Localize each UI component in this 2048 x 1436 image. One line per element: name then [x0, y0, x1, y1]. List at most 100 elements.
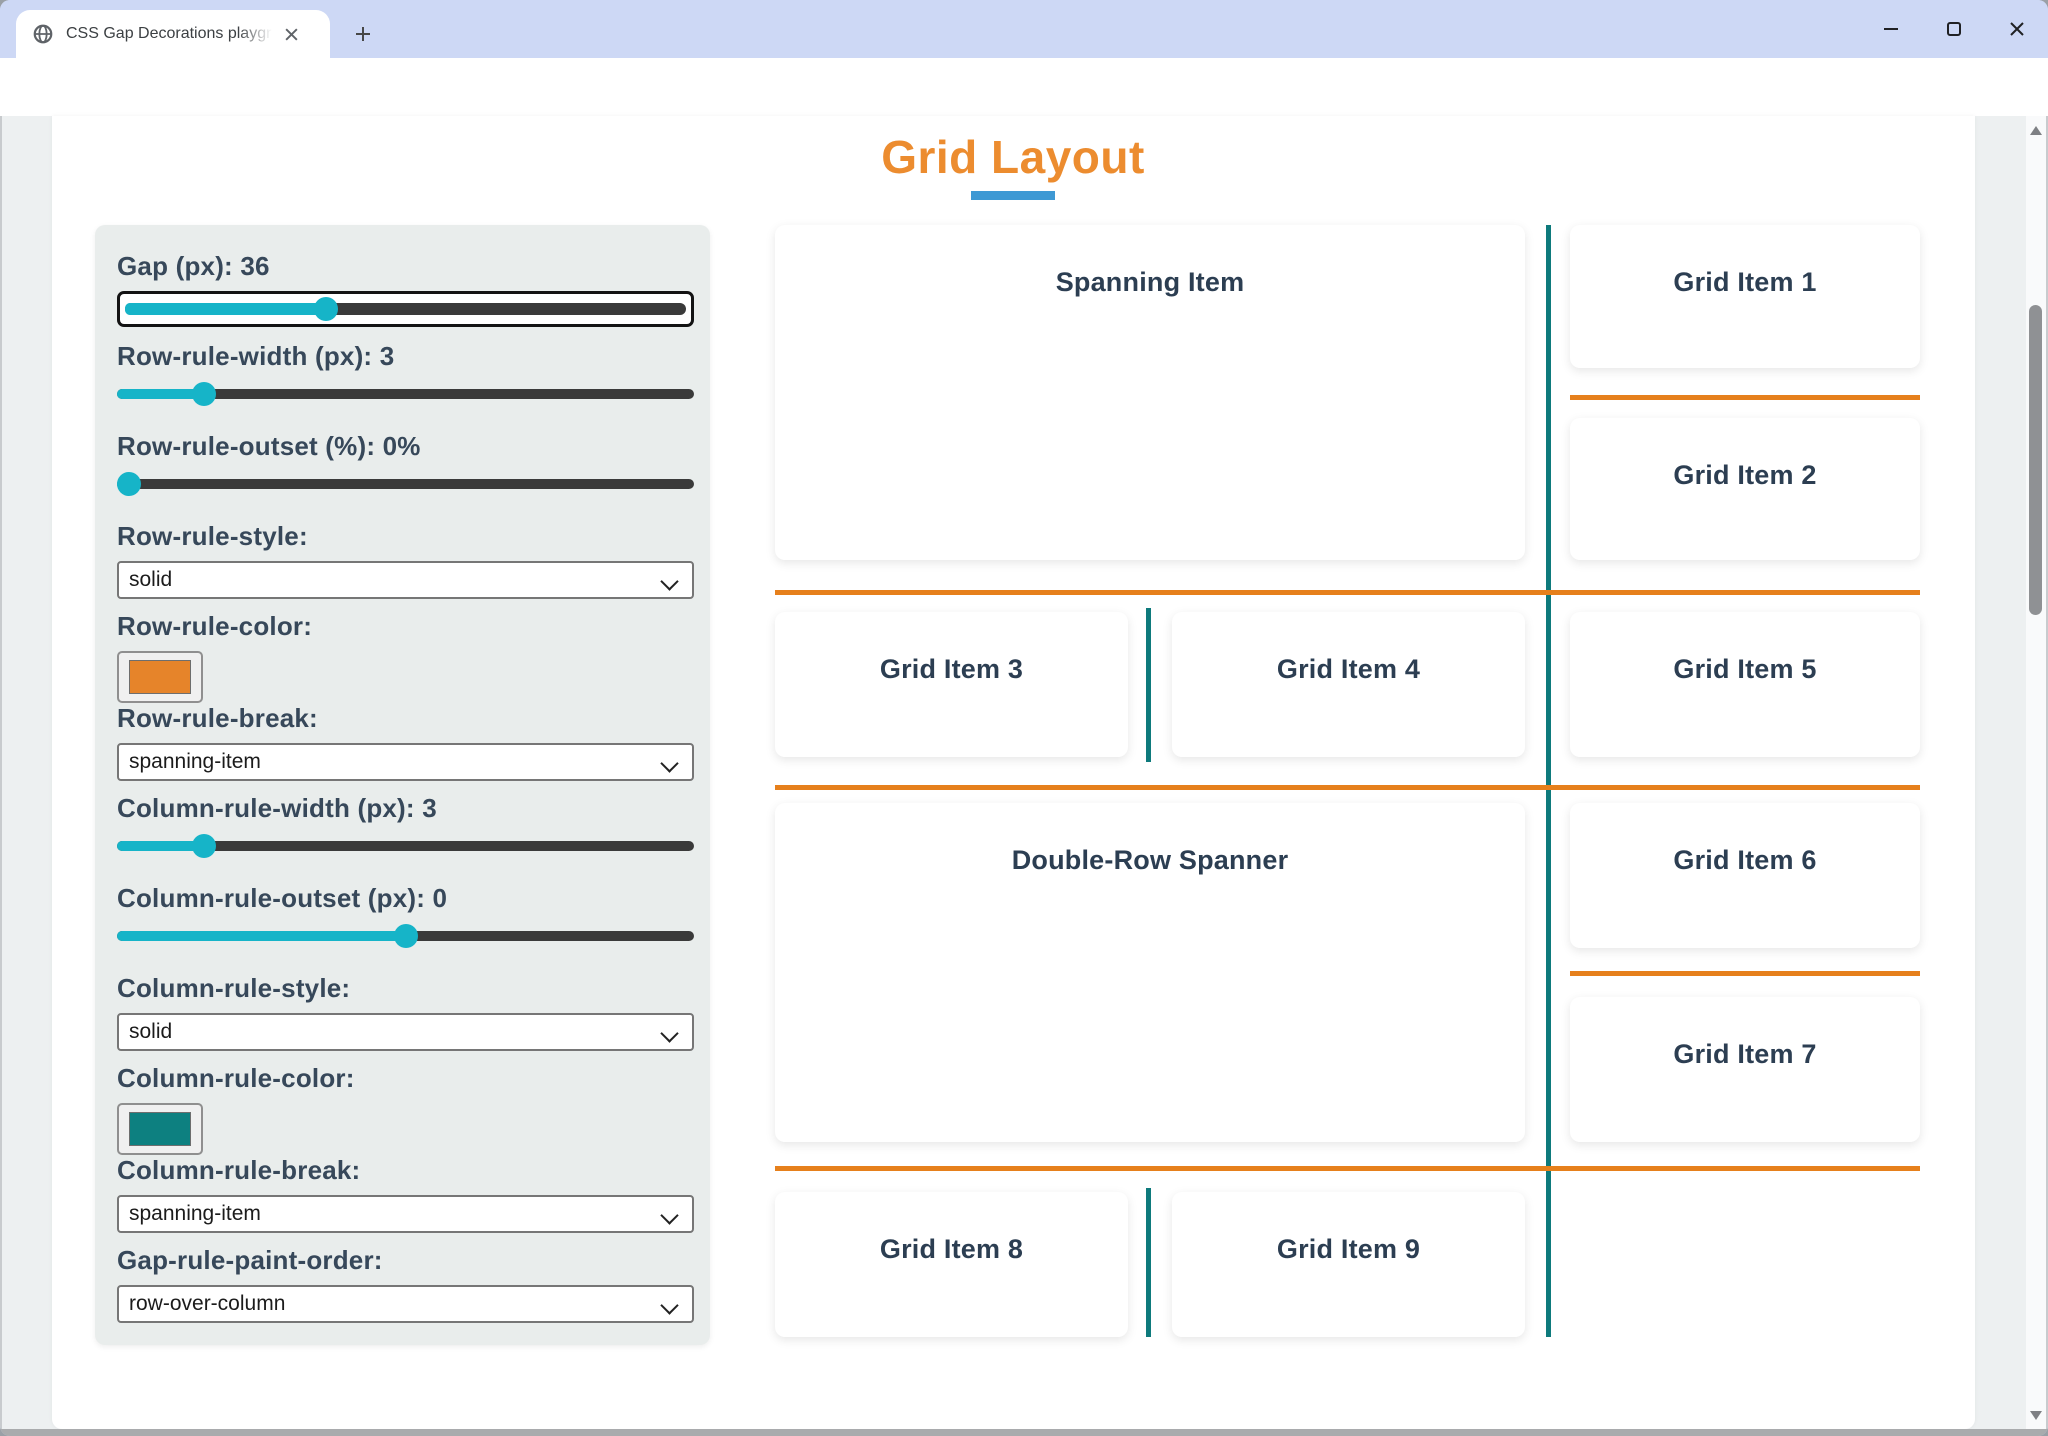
slider-track[interactable]: [117, 479, 694, 489]
tab-close-icon[interactable]: [278, 21, 304, 47]
scrollbar-up-arrow-icon[interactable]: [2030, 126, 2042, 135]
column-rule: [1146, 608, 1151, 762]
row-rule-width-slider[interactable]: [117, 381, 694, 407]
window-frame-left: [0, 116, 2, 1429]
grid-item-8-label: Grid Item 8: [879, 1234, 1024, 1264]
window-frame-right: [2046, 116, 2048, 1429]
grid-item-4-label: Grid Item 4: [1276, 654, 1421, 684]
slider-thumb[interactable]: [191, 834, 216, 858]
color-swatch: [129, 660, 191, 694]
slider-track[interactable]: [117, 389, 694, 399]
page-title: Grid Layout: [881, 131, 1145, 183]
column-rule-outset-label: Column-rule-outset (px): 0: [117, 883, 448, 913]
control-gap-rule-paint-order: Gap-rule-paint-order: row-over-column: [117, 1245, 710, 1335]
grid-item-5: Grid Item 5: [1570, 612, 1920, 757]
column-rule-style-select[interactable]: solid: [117, 1013, 694, 1051]
control-column-rule-break: Column-rule-break:spanning-item: [117, 1155, 710, 1245]
chevron-down-icon: [660, 1024, 679, 1043]
row-rule: [1570, 971, 1920, 976]
grid-item-3-label: Grid Item 3: [879, 654, 1024, 684]
row-rule-break-label: Row-rule-break:: [117, 703, 318, 733]
selected-option: solid: [129, 568, 173, 591]
new-tab-button[interactable]: [344, 15, 382, 53]
grid-item-7: Grid Item 7: [1570, 997, 1920, 1142]
control-column-rule-outset: Column-rule-outset (px): 0: [117, 883, 710, 973]
control-row-rule-style: Row-rule-style: solid: [117, 521, 710, 611]
column-rule: [1546, 225, 1551, 1337]
tab-css-gap-decorations[interactable]: CSS Gap Decorations playgroun: [16, 10, 330, 58]
spanning-item: Spanning Item: [775, 225, 1525, 560]
control-gap: Gap (px): 36: [117, 251, 710, 341]
row-rule: [775, 1166, 1920, 1171]
slider-fill: [117, 931, 406, 941]
row-rule: [775, 785, 1920, 790]
slider-track[interactable]: [125, 303, 686, 315]
slider-thumb[interactable]: [313, 297, 338, 321]
column-rule-width-slider[interactable]: [117, 833, 694, 859]
selected-option: solid: [129, 1020, 173, 1043]
vertical-scrollbar[interactable]: [2026, 116, 2046, 1429]
column-rule: [1146, 1188, 1151, 1337]
window-minimize-button[interactable]: [1866, 12, 1916, 46]
control-column-rule-color: Column-rule-color:: [117, 1063, 710, 1155]
grid-item-1-label: Grid Item 1: [1673, 267, 1817, 297]
chevron-down-icon: [660, 1206, 679, 1225]
row-rule-outset-label: Row-rule-outset (%): 0%: [117, 431, 421, 461]
row-rule-width-label: Row-rule-width (px): 3: [117, 341, 395, 371]
title-underline: [971, 191, 1055, 200]
row-rule: [775, 590, 1920, 595]
selected-option: spanning-item: [129, 1202, 261, 1225]
row-rule-style-select[interactable]: solid: [117, 561, 694, 599]
column-rule-outset-slider[interactable]: [117, 923, 694, 949]
control-column-rule-style: Column-rule-style: solid: [117, 973, 710, 1063]
slider-thumb[interactable]: [116, 472, 141, 496]
scrollbar-thumb[interactable]: [2029, 305, 2042, 615]
control-row-rule-break: Row-rule-break: spanning-item: [117, 703, 710, 793]
chevron-down-icon: [660, 754, 679, 773]
window-maximize-button[interactable]: [1929, 12, 1979, 46]
row-rule-color-input[interactable]: [117, 651, 203, 703]
column-rule-color-input[interactable]: [117, 1103, 203, 1155]
column-rule-color-label: Column-rule-color:: [117, 1063, 355, 1093]
gap-rule-paint-order-select[interactable]: row-over-column: [117, 1285, 694, 1323]
column-rule-width-label: Column-rule-width (px): 3: [117, 793, 437, 823]
chevron-down-icon: [660, 1296, 679, 1315]
tab-strip: CSS Gap Decorations playgroun: [0, 0, 2048, 58]
column-rule-style-label: Column-rule-style:: [117, 973, 351, 1003]
grid-item-5-label: Grid Item 5: [1673, 654, 1817, 684]
selected-option: row-over-column: [129, 1292, 286, 1315]
grid-item-9-label: Grid Item 9: [1276, 1234, 1421, 1264]
control-row-rule-width: Row-rule-width (px): 3: [117, 341, 710, 431]
grid-layout-demo: Spanning Item Grid Item 1 Grid Item 2 Grid …: [775, 225, 1920, 1337]
window-frame-bottom: [0, 1429, 2048, 1436]
row-rule-color-label: Row-rule-color:: [117, 611, 313, 641]
grid-item-2: Grid Item 2: [1570, 418, 1920, 560]
slider-fill: [125, 303, 327, 315]
double-row-spanner: Double-Row Spanner: [775, 803, 1525, 1142]
gap-rule-paint-order-label: Gap-rule-paint-order:: [117, 1245, 383, 1275]
slider-track[interactable]: [117, 841, 694, 851]
grid-item-7-label: Grid Item 7: [1673, 1039, 1817, 1069]
grid-item-3: Grid Item 3: [775, 612, 1128, 757]
control-row-rule-outset: Row-rule-outset (%): 0%: [116, 431, 710, 521]
row-rule-outset-slider[interactable]: [116, 471, 694, 497]
slider-thumb[interactable]: [191, 382, 216, 406]
column-rule-break-select[interactable]: spanning-item: [117, 1195, 694, 1233]
gap-slider[interactable]: [117, 291, 694, 327]
tab-title: CSS Gap Decorations playgroun: [66, 25, 272, 43]
row-rule-style-label: Row-rule-style:: [117, 521, 308, 551]
row-rule-break-select[interactable]: spanning-item: [117, 743, 694, 781]
gap-label: Gap (px): 36: [117, 251, 270, 281]
scrollbar-down-arrow-icon[interactable]: [2030, 1411, 2042, 1420]
spanning-item-label: Spanning Item: [1055, 267, 1245, 297]
slider-fill: [117, 389, 204, 399]
grid-item-8: Grid Item 8: [775, 1192, 1128, 1337]
row-rule: [1570, 395, 1920, 400]
slider-fill: [117, 841, 204, 851]
window-close-button[interactable]: [1992, 12, 2042, 46]
controls-panel: Gap (px): 36 Row-rule-width (px): 3 Row-ru…: [95, 225, 710, 1345]
grid-item-9: Grid Item 9: [1172, 1192, 1525, 1337]
selected-option: spanning-item: [129, 750, 261, 773]
slider-thumb[interactable]: [393, 924, 418, 948]
